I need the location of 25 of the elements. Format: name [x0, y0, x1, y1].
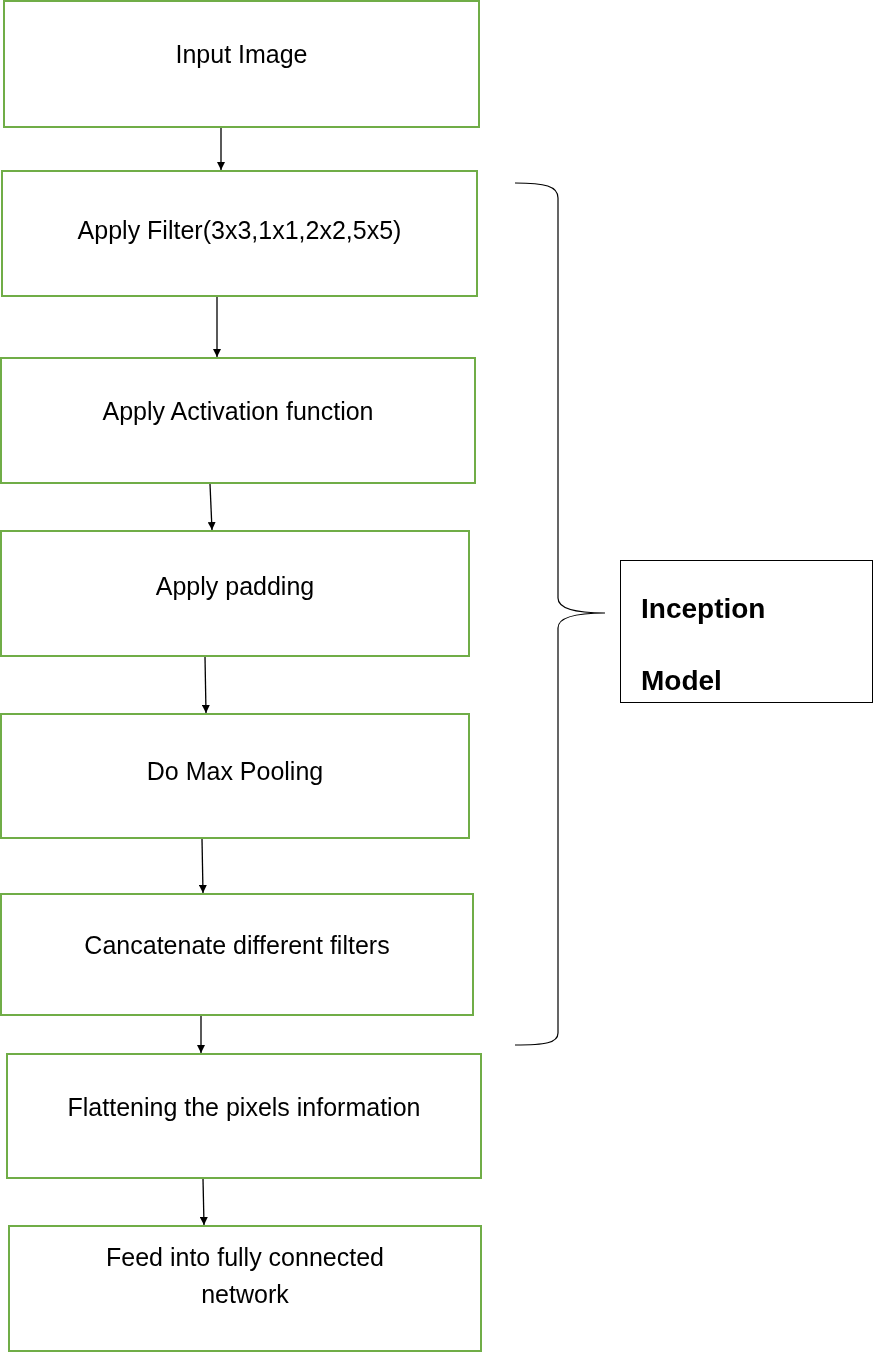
process-box	[8, 1225, 482, 1352]
box-title: Inception Model	[640, 592, 767, 698]
process-box	[3, 0, 480, 128]
arrow	[197, 1015, 205, 1054]
step-label: Flattening the pixels information	[67, 1092, 421, 1123]
process-box	[0, 357, 476, 484]
step-label: Do Max Pooling	[146, 756, 324, 787]
arrow	[217, 127, 225, 171]
label-box	[620, 560, 873, 703]
arrow	[213, 296, 221, 358]
arrow	[198, 838, 207, 894]
step-label: Input Image	[175, 39, 308, 70]
process-box	[0, 530, 470, 657]
step-label: Apply Filter(3x3,1x1,2x2,5x5)	[77, 215, 402, 246]
arrow	[199, 1178, 208, 1226]
process-box	[6, 1053, 482, 1179]
process-box	[0, 893, 474, 1016]
step-label: Apply Activation function	[102, 396, 374, 427]
arrow	[201, 656, 210, 714]
arrow	[207, 483, 216, 531]
step-label: Apply padding	[155, 571, 315, 602]
process-box	[1, 170, 478, 297]
step-label: Feed into fully connected network	[105, 1242, 385, 1310]
step-label: Cancatenate different filters	[84, 930, 390, 961]
process-box	[0, 713, 470, 839]
